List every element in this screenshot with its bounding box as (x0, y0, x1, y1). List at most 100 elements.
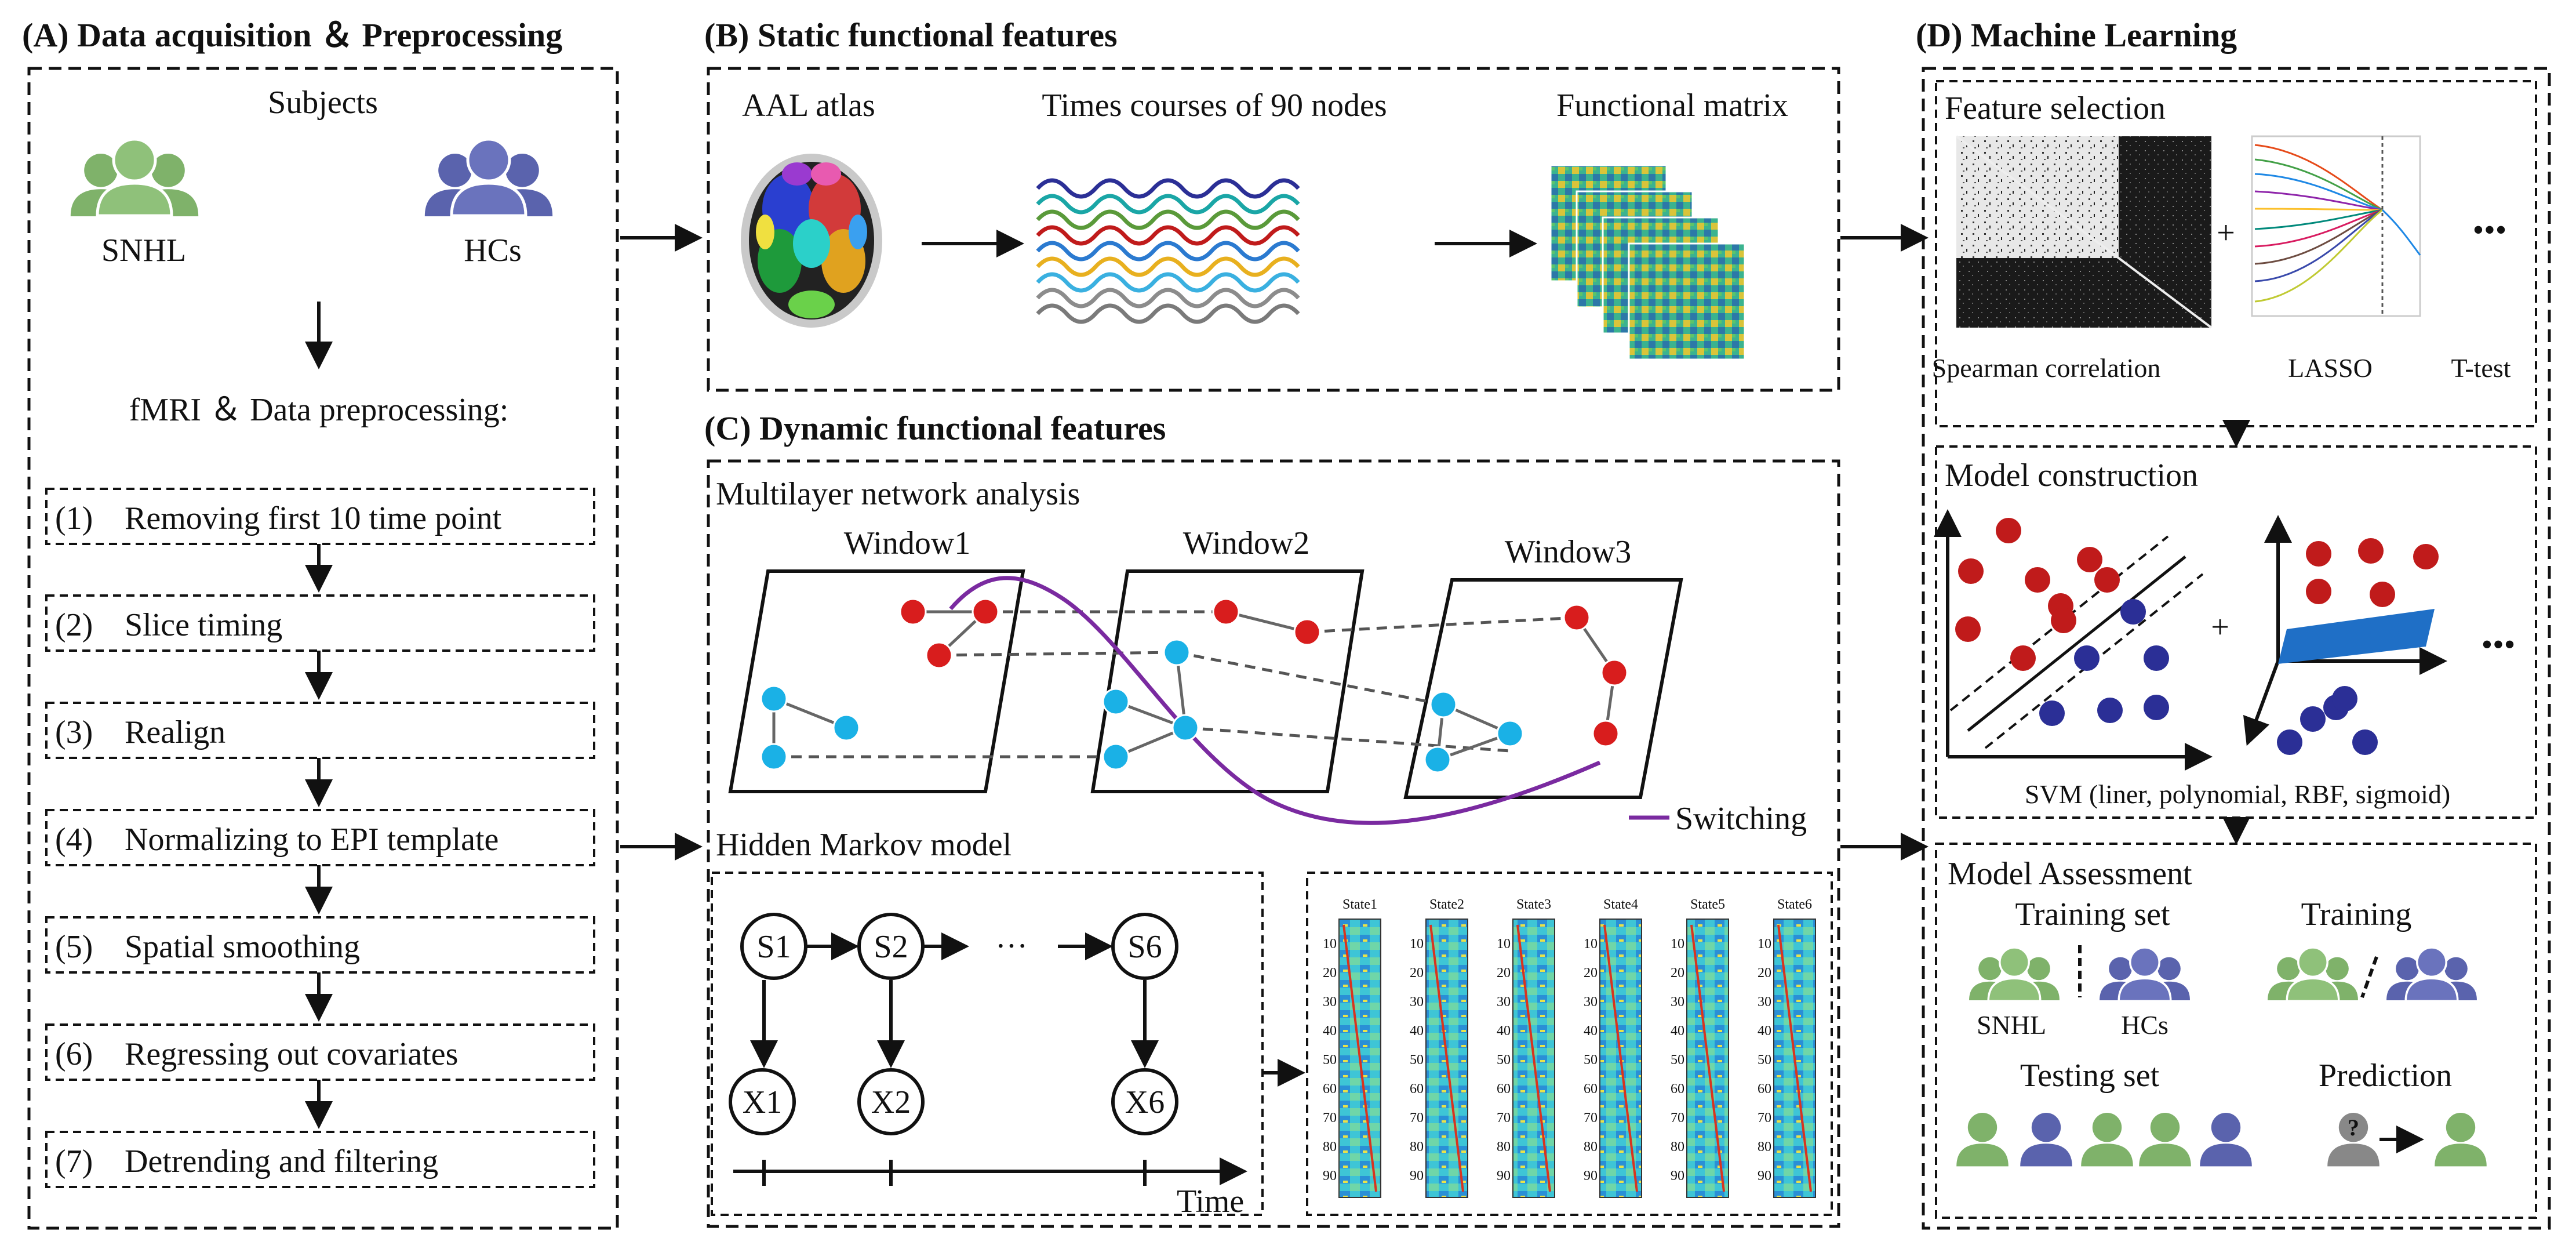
state-tick-label: 30 (1584, 994, 1598, 1010)
state-tick-label: 30 (1497, 994, 1511, 1010)
person-icon (2020, 1113, 2072, 1167)
state-tick-label: 90 (1584, 1168, 1598, 1184)
state-title: State1 (1342, 897, 1377, 912)
state-tick-label: 60 (1671, 1081, 1684, 1097)
method-lasso: LASSO (2288, 353, 2373, 383)
node-red (1592, 720, 1620, 747)
step-5: (5) Spatial smoothing (45, 916, 595, 974)
node-cyan (1171, 714, 1199, 742)
node-cyan (1424, 746, 1451, 774)
hcs-label: HCs (464, 233, 522, 268)
state-matrix (1425, 919, 1468, 1198)
functional-matrix-stack (1549, 164, 1746, 361)
state-tick-label: 90 (1323, 1168, 1337, 1184)
state-title: State5 (1690, 897, 1725, 912)
state-tick-label: 70 (1323, 1110, 1337, 1126)
state-tick-label: 10 (1323, 936, 1337, 952)
step-number: (5) (55, 929, 93, 965)
state-tick-label: 70 (1410, 1110, 1424, 1126)
snhl-people-icon (70, 137, 199, 217)
question-mark: ? (2348, 1115, 2359, 1141)
dots-2: ••• (2482, 627, 2516, 663)
states-frame (1306, 872, 1833, 1216)
state-s6 (1111, 913, 1178, 980)
state-tick-label: 80 (1671, 1139, 1684, 1155)
state-tick-label: 10 (1758, 936, 1771, 952)
timecourses-label: Times courses of 90 nodes (1042, 88, 1387, 124)
obs-x1 (729, 1068, 796, 1135)
training-set-hcs-icon (2100, 946, 2190, 1003)
step-text: Detrending and filtering (125, 1144, 438, 1179)
state-tick-label: 90 (1671, 1168, 1684, 1184)
state-tick-label: 40 (1758, 1023, 1771, 1039)
state-tick-label: 40 (1497, 1023, 1511, 1039)
state-tick-label: 70 (1671, 1110, 1684, 1126)
node-red (1600, 659, 1628, 687)
testing-set-label: Testing set (2020, 1058, 2160, 1094)
state-tick-label: 50 (1410, 1052, 1424, 1068)
state-tick-label: 20 (1410, 965, 1424, 981)
time-label: Time (1177, 1184, 1244, 1219)
preprocessing-steps: (1) Removing first 10 time point (2) Sli… (45, 488, 595, 1188)
obs-x2 (857, 1068, 925, 1135)
hmm-ellipsis: ··· (995, 928, 1028, 964)
unknown-person-icon (2327, 1113, 2379, 1167)
training-label: Training (2301, 896, 2412, 932)
node-cyan (1429, 691, 1457, 718)
state-title: State6 (1777, 897, 1812, 912)
step-text: Realign (125, 714, 225, 750)
step-4: (4) Normalizing to EPI template (45, 809, 595, 866)
state-tick-label: 10 (1497, 936, 1511, 952)
state-diagonal (1429, 924, 1464, 1192)
obs-x6 (1111, 1068, 1178, 1135)
step-number: (4) (55, 822, 93, 858)
panel-b-frame (707, 67, 1840, 392)
network-nodes (760, 598, 1628, 774)
state-tick-label: 70 (1758, 1110, 1771, 1126)
state-tick-label: 60 (1410, 1081, 1424, 1097)
state-tick-label: 50 (1584, 1052, 1598, 1068)
state-title: State3 (1516, 897, 1551, 912)
state-tick-label: 10 (1671, 936, 1684, 952)
state-tick-label: 50 (1671, 1052, 1684, 1068)
hcs-small-label: HCs (2121, 1010, 2169, 1040)
state-s2-label: S2 (874, 929, 908, 965)
obs-x1-label: X1 (743, 1084, 782, 1120)
step-number: (7) (55, 1144, 93, 1179)
state-s1-label: S1 (756, 929, 791, 965)
switching-label: Switching (1675, 801, 1807, 837)
state-tick-label: 90 (1410, 1168, 1424, 1184)
state-tick-label: 40 (1671, 1023, 1684, 1039)
model-assessment-box (1935, 843, 2537, 1219)
step-text: Removing first 10 time point (125, 500, 502, 536)
state-tick-label: 60 (1758, 1081, 1771, 1097)
svm-2d-plot (1934, 509, 2213, 771)
state-tick-label: 30 (1323, 994, 1337, 1010)
window3-plane (1403, 578, 1683, 799)
state-tick-label: 20 (1584, 965, 1598, 981)
brain-atlas-image (741, 154, 882, 328)
state-diagonal (1777, 924, 1812, 1192)
node-red (972, 598, 999, 626)
svm-label: SVM (liner, polynomial, RBF, sigmoid) (2025, 779, 2450, 809)
predicted-person-icon (2435, 1113, 2487, 1167)
step-number: (3) (55, 714, 93, 750)
atlas-label: AAL atlas (742, 88, 875, 124)
state-s6-label: S6 (1127, 929, 1162, 965)
state-tick-label: 50 (1497, 1052, 1511, 1068)
person-icon (1956, 1113, 2009, 1167)
timecourse-waves (1036, 178, 1300, 324)
svm-3d-plot (2243, 515, 2447, 755)
hmm-graph (729, 913, 1247, 1186)
node-cyan (1102, 743, 1130, 771)
step-number: (1) (55, 500, 93, 536)
step-text: Spatial smoothing (125, 929, 360, 965)
state-tick-label: 40 (1323, 1023, 1337, 1039)
window3-label: Window3 (1505, 534, 1632, 570)
state-tick-label: 20 (1323, 965, 1337, 981)
node-cyan (760, 685, 788, 713)
step-text: Regressing out covariates (125, 1036, 458, 1072)
multilayer-label: Multilayer network analysis (716, 476, 1080, 512)
hcs-people-icon (424, 137, 553, 217)
